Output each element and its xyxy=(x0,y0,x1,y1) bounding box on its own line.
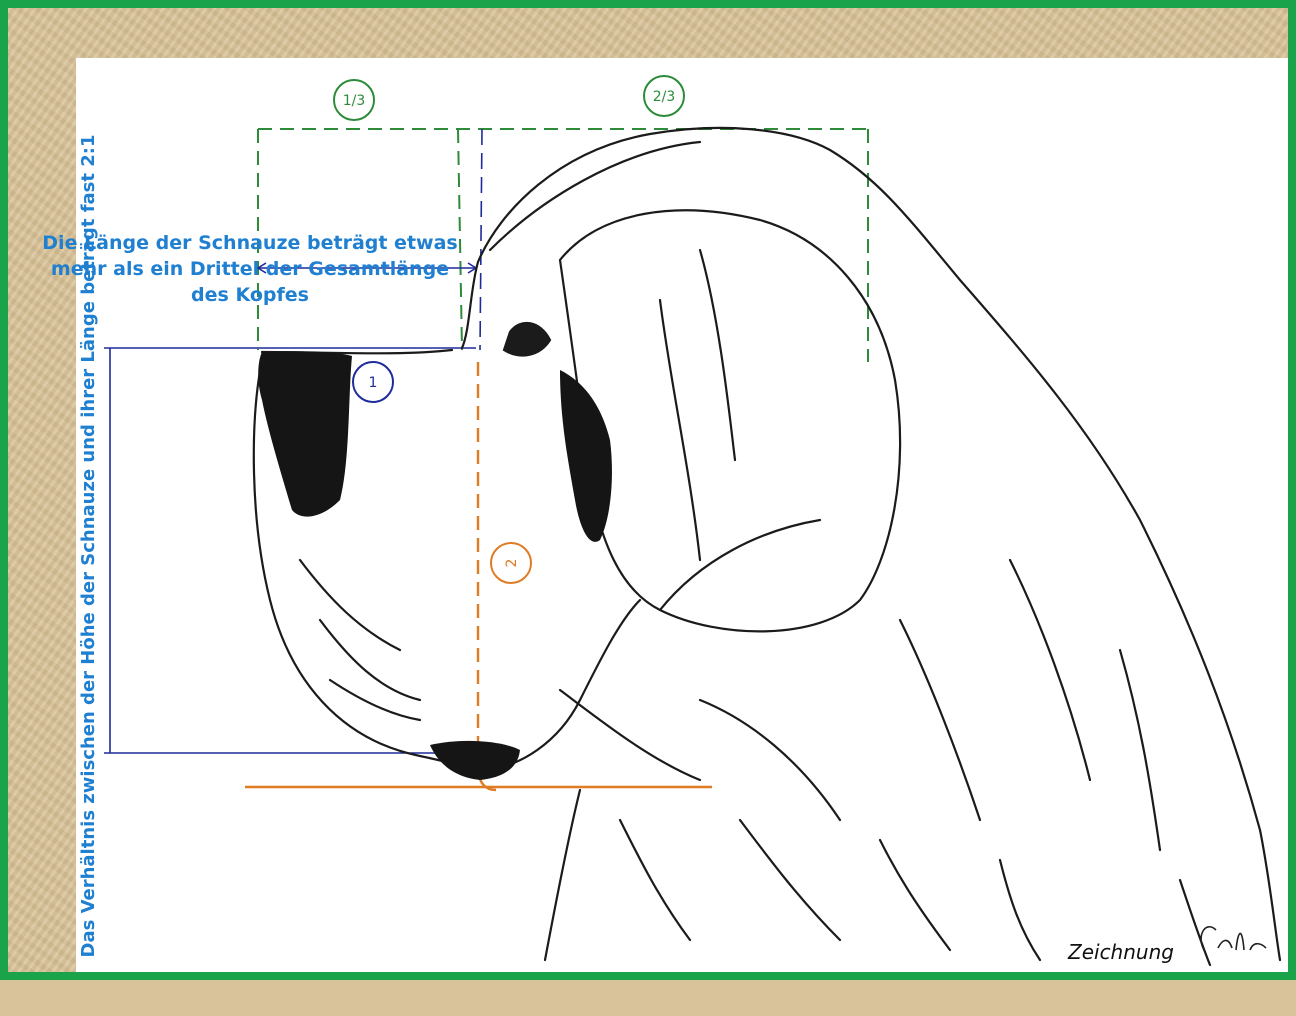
fraction-left-label: 1/3 xyxy=(343,93,366,109)
signature xyxy=(1201,927,1266,950)
marker-2-label: 2 xyxy=(504,559,520,568)
marker-2: 2 xyxy=(491,543,531,583)
dog-head-drawing: 1/3 2/3 1 2 xyxy=(0,0,1296,980)
height-ratio-note: Das Verhältnis zwischen der Höhe der Sch… xyxy=(78,76,100,1016)
fraction-right-marker: 2/3 xyxy=(644,76,684,116)
marker-1-label: 1 xyxy=(369,375,378,391)
caption: Zeichnung xyxy=(1068,940,1174,964)
fraction-right-label: 2/3 xyxy=(653,89,676,105)
dark-markings xyxy=(258,351,612,780)
fraction-left-marker: 1/3 xyxy=(334,80,374,120)
marker-1: 1 xyxy=(353,362,393,402)
